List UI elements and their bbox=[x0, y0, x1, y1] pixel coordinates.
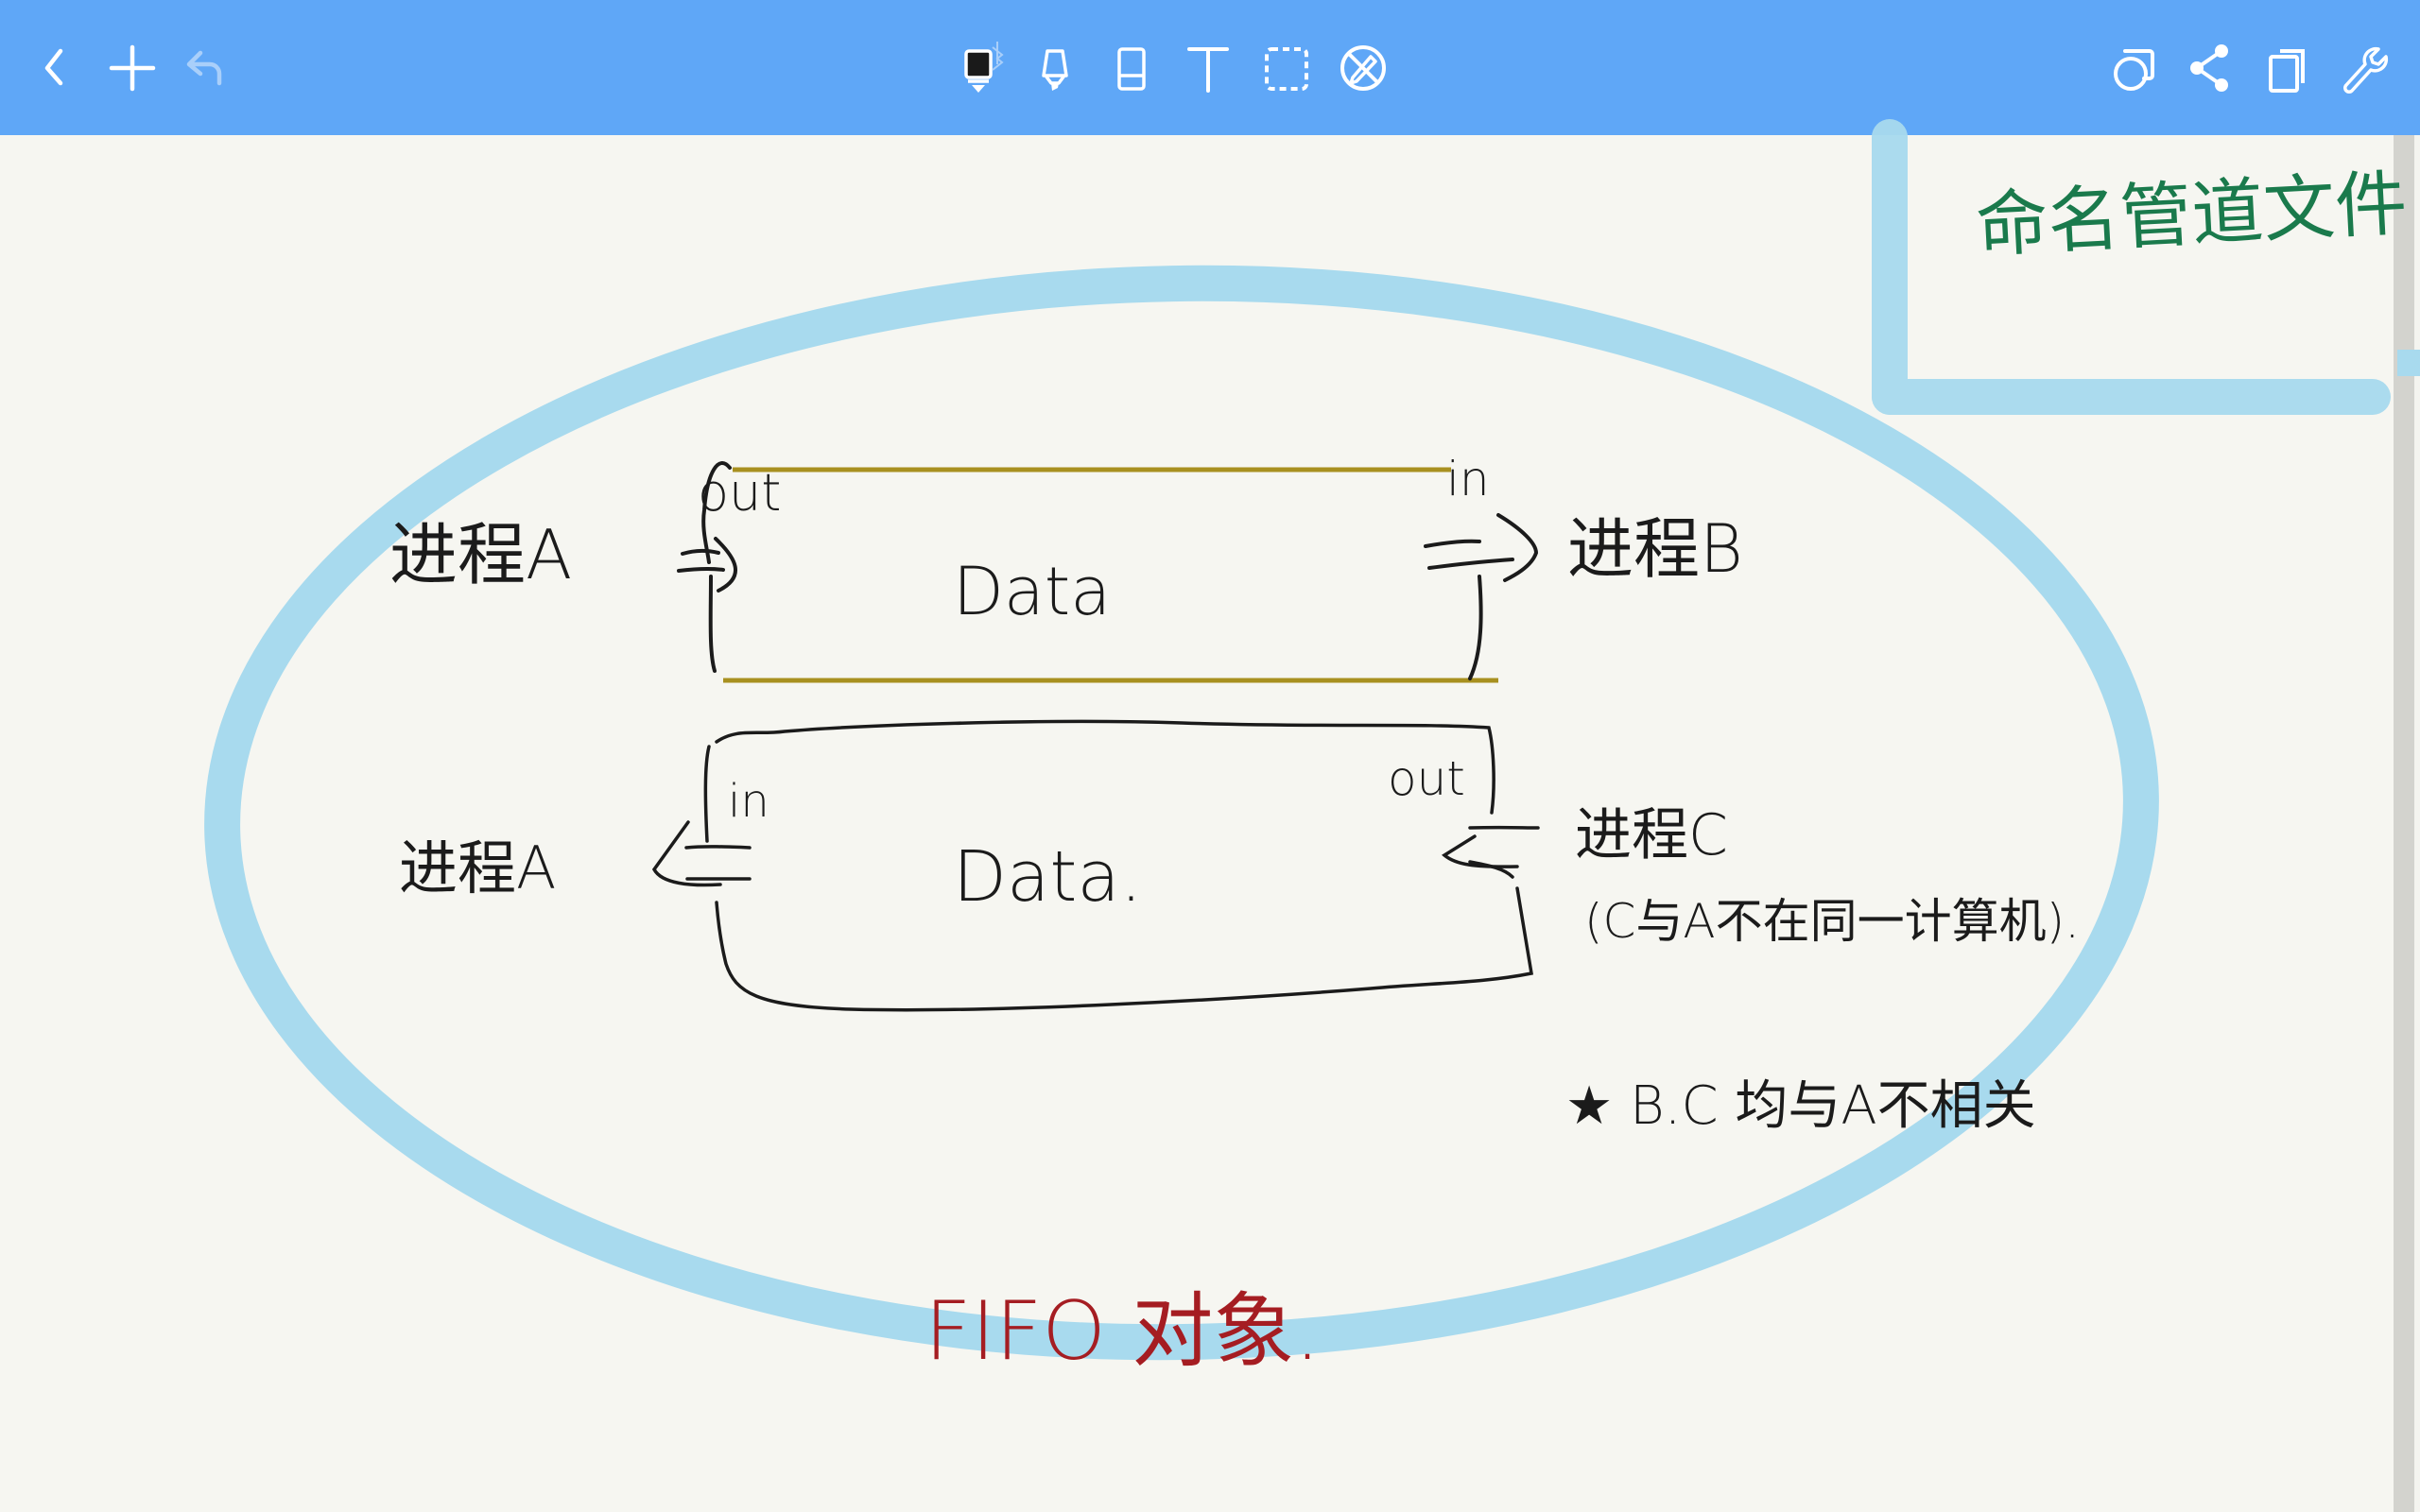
shapes-button[interactable] bbox=[2104, 38, 2165, 98]
plus-icon bbox=[109, 44, 156, 92]
lasso-select-icon bbox=[1265, 47, 1308, 91]
lower-right-end-label: out bbox=[1388, 751, 1465, 806]
upper-writer-label: 进程A bbox=[389, 515, 573, 594]
add-page-button[interactable] bbox=[102, 38, 163, 98]
undo-button[interactable] bbox=[178, 38, 238, 98]
lasso-tool[interactable] bbox=[1255, 38, 1316, 98]
pen-tool[interactable] bbox=[949, 38, 1010, 98]
eraser-tool[interactable] bbox=[1100, 38, 1161, 98]
eraser-icon bbox=[1117, 47, 1146, 91]
text-tool[interactable] bbox=[1178, 38, 1238, 98]
lower-writer-label: 进程C bbox=[1575, 802, 1728, 868]
back-button[interactable] bbox=[25, 38, 85, 98]
lower-left-end-label: in bbox=[728, 775, 769, 828]
pages-icon bbox=[2269, 49, 2305, 93]
undo-icon bbox=[186, 50, 222, 86]
top-toolbar bbox=[0, 0, 2420, 135]
finger-draw-off-icon bbox=[1340, 45, 1386, 91]
text-icon bbox=[1187, 47, 1229, 93]
pen-icon bbox=[964, 42, 1004, 93]
upper-pipe-content: Data bbox=[953, 553, 1112, 630]
page-boundary bbox=[2394, 135, 2414, 1512]
pages-button[interactable] bbox=[2257, 38, 2318, 98]
highlighter-icon bbox=[1042, 49, 1068, 91]
next-page-edge bbox=[2414, 135, 2420, 1512]
remark-text: ★ B.C 均与A不相关 bbox=[1565, 1075, 2036, 1137]
touch-disable-tool[interactable] bbox=[1333, 38, 1393, 98]
lower-writer-note: (C与A不在同一计算机). bbox=[1584, 894, 2081, 949]
lower-reader-label: 进程A bbox=[399, 833, 557, 902]
lower-pipe-content: Data. bbox=[953, 836, 1143, 918]
chevron-left-icon bbox=[44, 48, 63, 86]
wrench-icon bbox=[2343, 46, 2389, 94]
shapes-icon bbox=[2114, 49, 2154, 91]
caption-text: FIFO 对象. bbox=[925, 1284, 1321, 1379]
share-icon bbox=[2190, 44, 2228, 92]
upper-right-end-label: in bbox=[1446, 452, 1490, 507]
share-button[interactable] bbox=[2180, 38, 2240, 98]
highlighter-tool[interactable] bbox=[1025, 38, 1085, 98]
bluetooth-icon bbox=[992, 42, 1004, 71]
settings-button[interactable] bbox=[2333, 38, 2394, 98]
upper-left-end-label: out bbox=[698, 463, 782, 523]
upper-reader-label: 进程B bbox=[1567, 510, 1743, 588]
